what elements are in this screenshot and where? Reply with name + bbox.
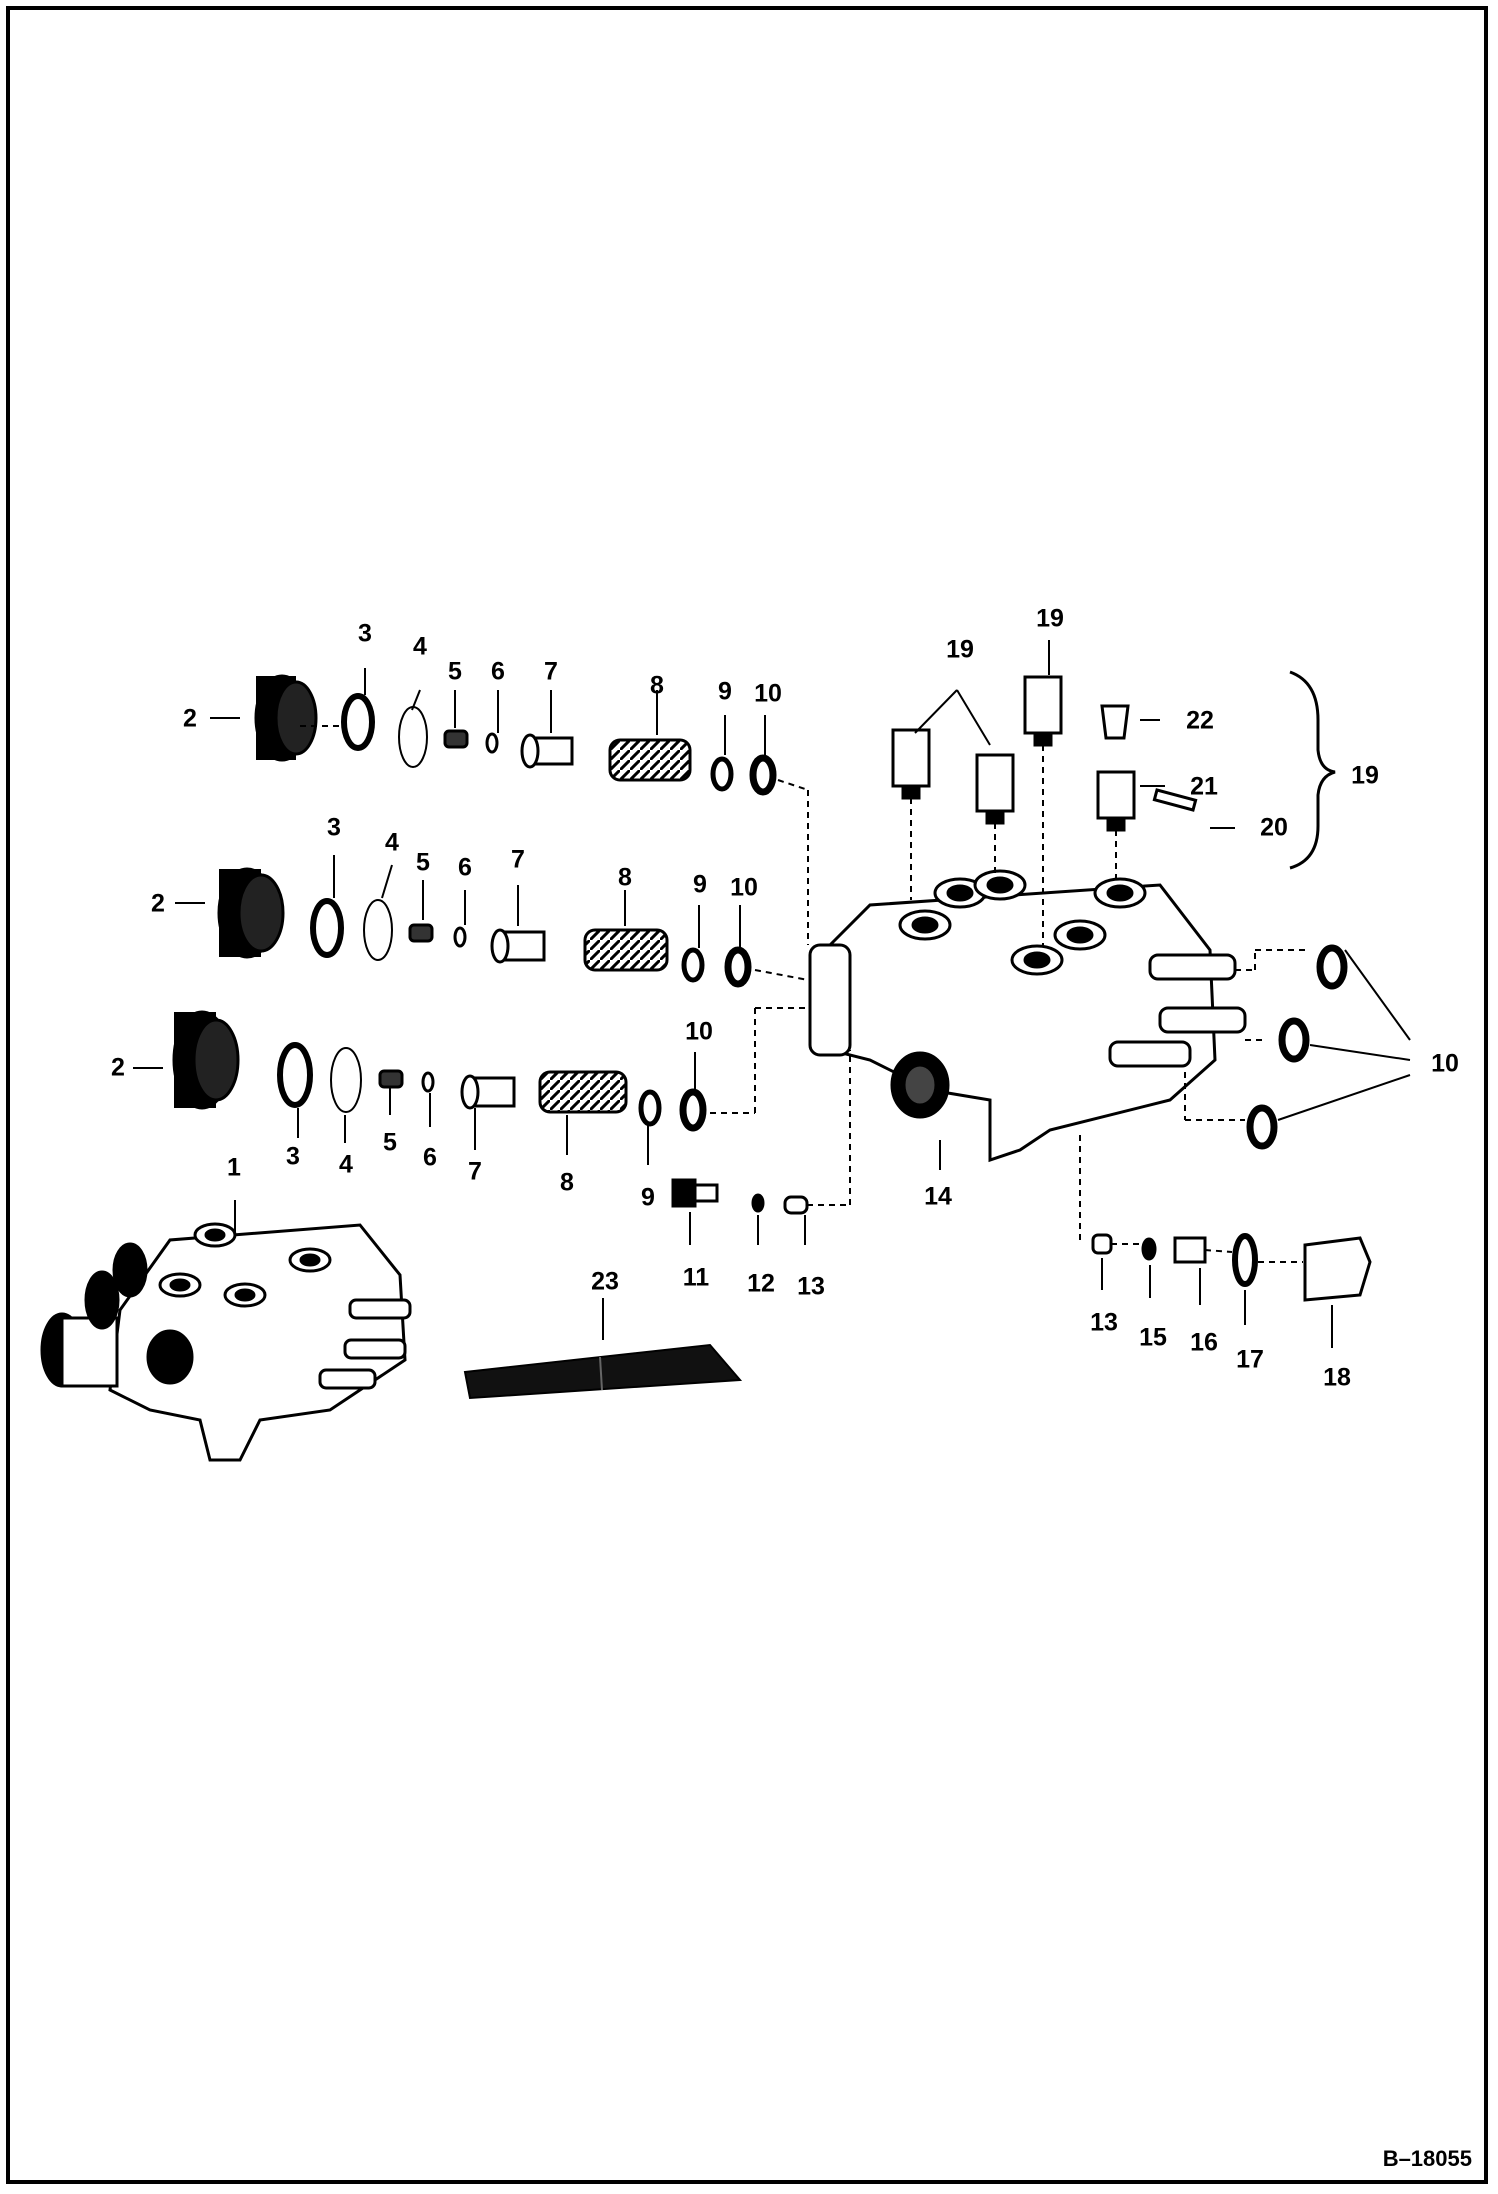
callout-6: 6 (491, 657, 505, 686)
callout-23: 23 (591, 1267, 619, 1296)
seal-kit-bag (463, 1298, 743, 1400)
callout-3: 3 (327, 813, 341, 842)
callout-14: 14 (924, 1182, 952, 1211)
callout-15: 15 (1139, 1323, 1167, 1352)
page-border (6, 6, 1488, 2184)
callout-7: 7 (468, 1157, 482, 1186)
valve-body-main (808, 869, 1310, 1170)
callout-5: 5 (383, 1128, 397, 1157)
callout-22: 22 (1186, 706, 1214, 735)
callout-19: 19 (1351, 761, 1379, 790)
callout-19: 19 (1036, 604, 1064, 633)
callout-3: 3 (286, 1142, 300, 1171)
callout-9: 9 (641, 1183, 655, 1212)
right-o-ring-leaders (1277, 949, 1411, 1121)
callout-7: 7 (544, 657, 558, 686)
callout-2: 2 (151, 889, 165, 918)
callout-21: 21 (1190, 772, 1218, 801)
callout-11: 11 (682, 1263, 710, 1292)
callout-13: 13 (1090, 1308, 1118, 1337)
right-o-rings (1246, 944, 1348, 1150)
callout-6: 6 (458, 853, 472, 882)
callout-8: 8 (560, 1168, 574, 1197)
callout-5: 5 (448, 657, 462, 686)
spool-row-middle (217, 867, 836, 988)
callout-8: 8 (618, 863, 632, 892)
spool-row-bottom (172, 1007, 830, 1132)
callout-16: 16 (1190, 1328, 1218, 1357)
port-fittings (891, 640, 1336, 945)
callout-9: 9 (718, 677, 732, 706)
callout-8: 8 (650, 671, 664, 700)
callout-10: 10 (1431, 1049, 1459, 1078)
callout-2: 2 (183, 704, 197, 733)
callout-6: 6 (423, 1143, 437, 1172)
callout-12: 12 (747, 1269, 775, 1298)
callout-leaders (133, 668, 766, 1165)
callout-3: 3 (358, 619, 372, 648)
plug-assembly-left (671, 1050, 851, 1245)
callout-20: 20 (1260, 813, 1288, 842)
callout-1: 1 (227, 1153, 241, 1182)
callout-4: 4 (339, 1150, 353, 1179)
callout-13: 13 (797, 1272, 825, 1301)
callout-7: 7 (511, 845, 525, 874)
callout-4: 4 (385, 828, 399, 857)
callout-19: 19 (946, 635, 974, 664)
callout-9: 9 (693, 870, 707, 899)
callout-4: 4 (413, 632, 427, 661)
drawing-number: B–18055 (1382, 2146, 1472, 2171)
callout-17: 17 (1236, 1345, 1264, 1374)
callout-10: 10 (730, 873, 758, 902)
callout-10: 10 (685, 1017, 713, 1046)
callout-5: 5 (416, 848, 430, 877)
callout-2: 2 (111, 1053, 125, 1082)
spool-row-top (254, 674, 809, 945)
callout-10: 10 (754, 679, 782, 708)
callout-18: 18 (1323, 1363, 1351, 1392)
valve-assembly-overview (40, 1200, 412, 1462)
plug-assembly-right (1079, 1135, 1372, 1348)
